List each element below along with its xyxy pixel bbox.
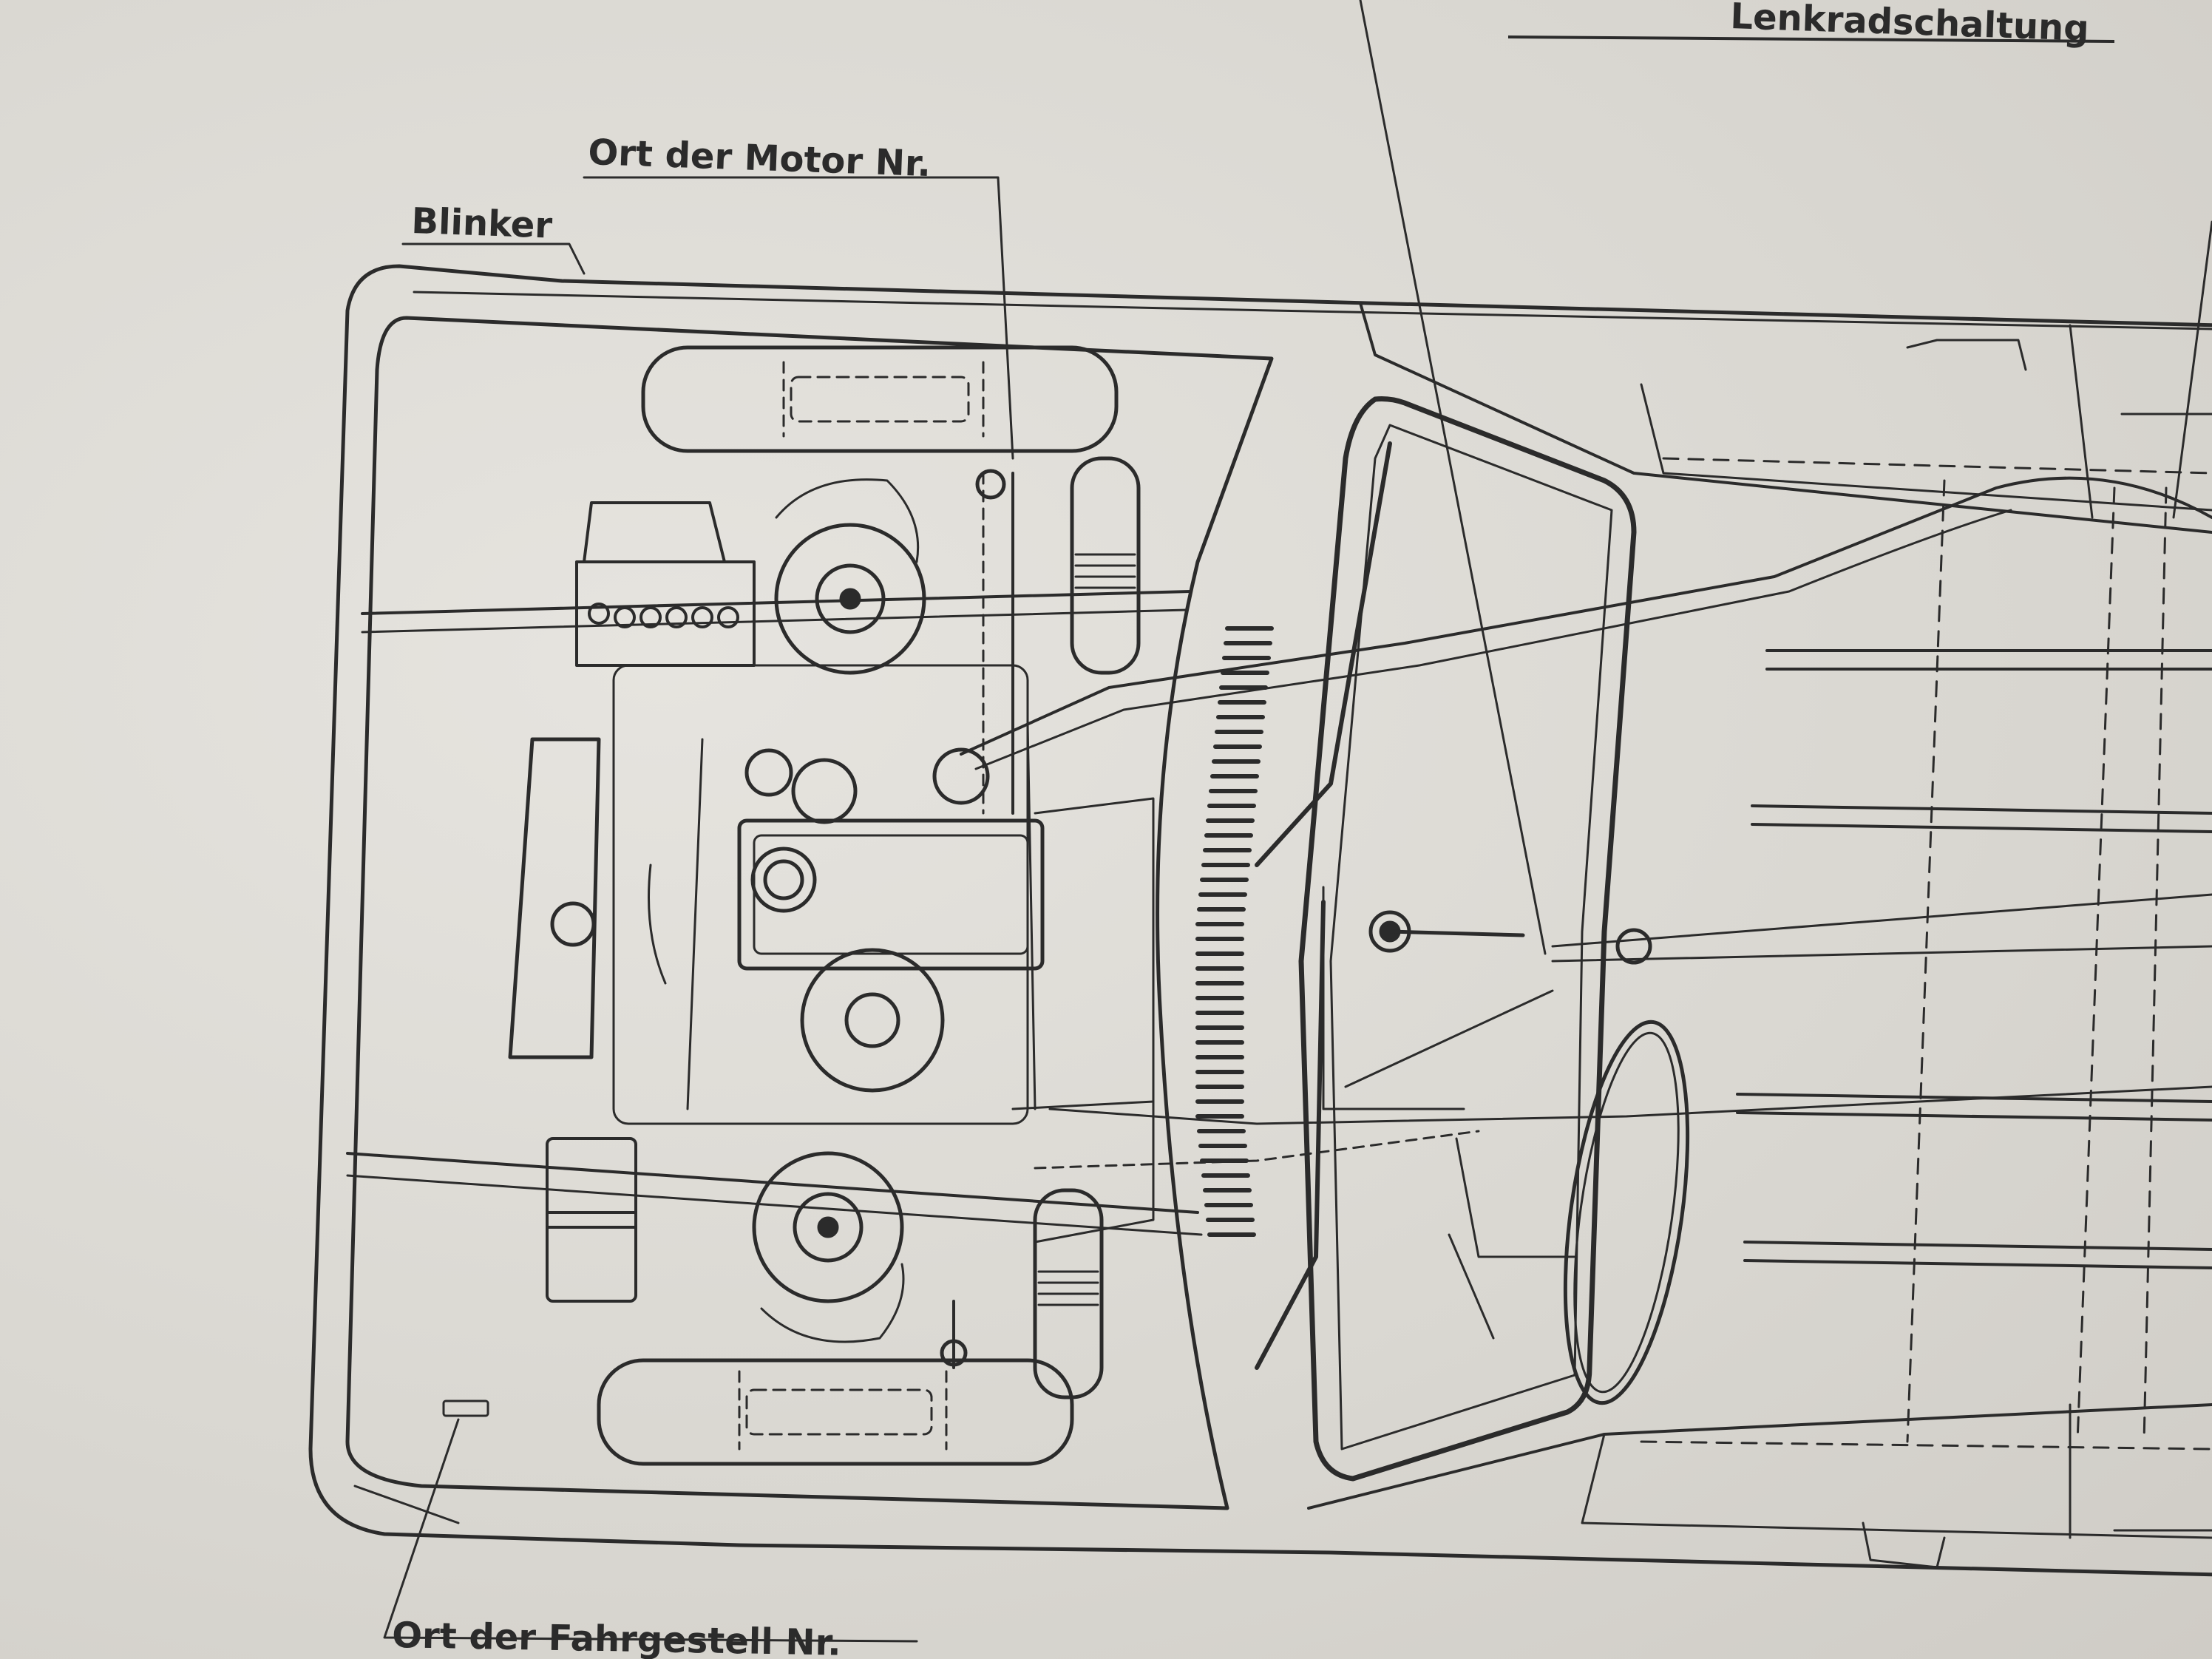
leader-lines (383, 0, 2212, 1643)
front-compartment (345, 316, 1274, 1510)
grille (1195, 626, 1274, 1237)
radiator (508, 737, 601, 1059)
cables (960, 476, 2212, 1170)
windshield (1298, 396, 1637, 1482)
car-body-outline (308, 264, 2212, 1577)
air-box (546, 1137, 637, 1303)
battery (575, 501, 756, 667)
indicator-label: Blinker (411, 200, 554, 247)
front-hub-bottom (752, 1151, 905, 1343)
front-wheel-bottom (597, 1188, 1104, 1466)
steering-wheel (1322, 886, 1690, 1405)
chassis-number-label: Ort der Fahrgestell Nr. (392, 1615, 841, 1659)
label-underline (1507, 35, 2115, 43)
cabin (1307, 302, 2212, 1569)
front-hub-top (774, 478, 926, 675)
engine-block (612, 469, 1155, 1369)
front-wheel-top (641, 345, 1141, 675)
wipers (1255, 441, 1392, 1370)
